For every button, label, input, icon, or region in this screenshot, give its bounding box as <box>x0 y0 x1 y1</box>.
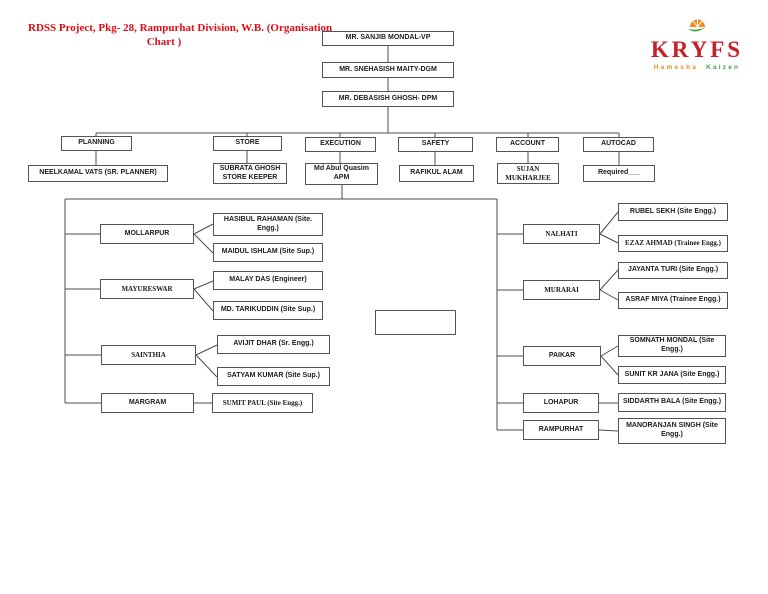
staff-box-planning: NEELKAMAL VATS (SR. PLANNER) <box>28 165 168 182</box>
department-box-autocad: AUTOCAD <box>583 137 654 152</box>
member-box-sunit: SUNIT KR JANA (Site Engg.) <box>618 366 726 384</box>
member-box-satyam: SATYAM KUMAR (Site Sup.) <box>217 367 330 386</box>
site-box-sainthia: SAINTHIA <box>101 345 196 365</box>
member-box-rubel: RUBEL SEKH (Site Engg.) <box>618 203 728 221</box>
member-box-manoranjan: MANORANJAN SINGH (Site Engg.) <box>618 418 726 444</box>
member-box-tarikuddin: MD. TARIKUDDIN (Site Sup.) <box>213 301 323 320</box>
site-box-lohapur: LOHAPUR <box>523 393 599 413</box>
staff-box-autocad: Required___ <box>583 165 655 182</box>
brand-name: KRYFS <box>650 37 744 62</box>
member-box-jayanta: JAYANTA TURI (Site Engg.) <box>618 262 728 279</box>
staff-box-account: SUJAN MUKHARJEE <box>497 163 559 184</box>
tagline-word-2: Kaizen <box>706 64 741 72</box>
department-box-account: ACCOUNT <box>496 137 559 152</box>
dpm-box: MR. DEBASISH GHOSH- DPM <box>322 91 454 107</box>
brand-tagline: Hamesha Kaizen <box>633 64 761 71</box>
empty-box <box>375 310 456 335</box>
staff-box-safety: RAFIKUL ALAM <box>399 165 474 182</box>
vp-box: MR. SANJIB MONDAL-VP <box>322 31 454 46</box>
department-box-safety: SAFETY <box>398 137 473 152</box>
site-box-rampurhat: RAMPURHAT <box>523 420 599 440</box>
member-box-malay: MALAY DAS (Engineer) <box>213 271 323 290</box>
site-box-nalhati: NALHATI <box>523 224 600 244</box>
member-box-siddarth: SIDDARTH BALA (Site Engg.) <box>618 393 726 412</box>
dgm-box: MR. SNEHASISH MAITY-DGM <box>322 62 454 78</box>
site-box-mayureswar: MAYURESWAR <box>100 279 194 299</box>
staff-box-store: SUBRATA GHOSH STORE KEEPER <box>213 163 287 184</box>
tagline-word-1: Hamesha <box>653 64 699 72</box>
member-box-maidul: MAIDUL ISHLAM (Site Sup.) <box>213 243 323 262</box>
member-box-hasibul: HASIBUL RAHAMAN (Site. Engg.) <box>213 213 323 236</box>
member-box-asraf: ASRAF MIYA (Trainee Engg.) <box>618 292 728 309</box>
member-box-sumit: SUMIT PAUL (Site Engg.) <box>212 393 313 413</box>
company-logo: KRYFS Hamesha Kaizen <box>633 14 761 71</box>
site-box-murarai: MURARAI <box>523 280 600 300</box>
site-box-paikar: PAIKAR <box>523 346 601 366</box>
member-box-somnath: SOMNATH MONDAL (Site Engg.) <box>618 335 726 357</box>
department-box-planning: PLANNING <box>61 136 132 151</box>
shell-sun-leaf-icon <box>633 14 761 38</box>
department-box-execution: EXECUTION <box>305 137 376 152</box>
department-box-store: STORE <box>213 136 282 151</box>
site-box-margram: MARGRAM <box>101 393 194 413</box>
member-box-avijit: AVIJIT DHAR (Sr. Engg.) <box>217 335 330 354</box>
site-box-mollarpur: MOLLARPUR <box>100 224 194 244</box>
staff-box-execution: Md Abul Quasim APM <box>305 163 378 185</box>
member-box-ezaz: EZAZ AHMAD (Trainee Engg.) <box>618 235 728 252</box>
